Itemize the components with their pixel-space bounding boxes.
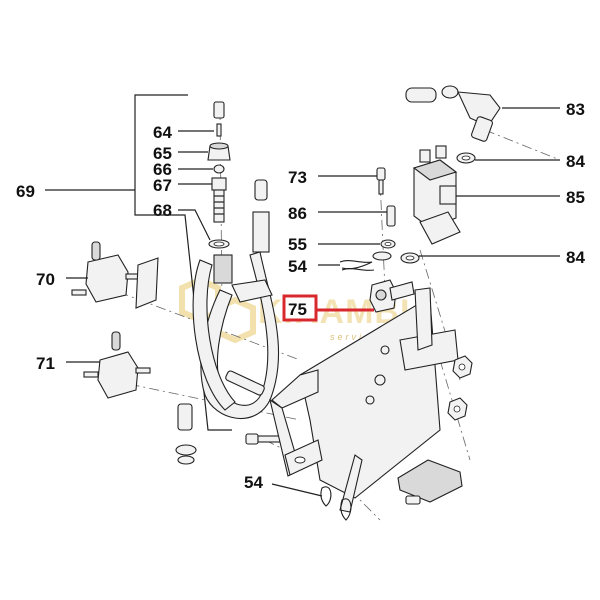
- callout-64: 64: [153, 123, 172, 142]
- construction-line: [484, 129, 561, 161]
- part-67-fitting: [211, 177, 227, 223]
- callout-68: 68: [153, 201, 172, 220]
- callout-54-lower: 54: [244, 473, 263, 492]
- callout-86: 86: [288, 204, 307, 223]
- part-75-valve-fitting: [369, 279, 415, 313]
- part-84-oring-lower: [400, 252, 420, 264]
- callout-83: 83: [566, 100, 585, 119]
- callout-67: 67: [153, 176, 172, 195]
- part-66-ferrule: [213, 164, 225, 174]
- mounting-bracket: [269, 287, 459, 513]
- part-64-pin: [213, 101, 225, 137]
- callout-65: 65: [153, 144, 172, 163]
- leader-68: [178, 209, 211, 241]
- hose-clamp: [175, 403, 197, 465]
- callout-84-lower: 84: [566, 248, 585, 267]
- leader-54-lower: [271, 483, 323, 497]
- part-55-washer: [372, 239, 396, 261]
- part-71-switch: [83, 331, 151, 399]
- construction-line: [439, 359, 471, 461]
- part-65-nut: [207, 142, 231, 161]
- nut-lower: [447, 397, 468, 421]
- part-54-clip-upper: [339, 260, 375, 271]
- callout-73: 73: [288, 168, 307, 187]
- part-70-switch: [71, 241, 159, 309]
- watermark-sub: service: [330, 332, 380, 342]
- callout-70: 70: [36, 270, 55, 289]
- callout-71: 71: [36, 354, 55, 373]
- nut-upper: [452, 355, 473, 379]
- screw: [245, 433, 281, 445]
- part-86-probe: [386, 205, 396, 227]
- callout-85: 85: [566, 188, 585, 207]
- callout-54-upper: 54: [288, 257, 307, 276]
- part-68-oring: [208, 239, 230, 249]
- construction-line: [379, 179, 386, 291]
- hose-assembly: [192, 179, 280, 420]
- part-54-clip-lower: [320, 486, 352, 521]
- foot-pad: [397, 459, 463, 505]
- construction-line: [109, 379, 301, 421]
- group-bracket-69: [134, 94, 232, 431]
- construction-line: [419, 249, 461, 381]
- part-85-solenoid-valve: [412, 145, 461, 245]
- part-73-probe: [376, 167, 386, 195]
- callout-55: 55: [288, 235, 307, 254]
- callout-69: 69: [16, 182, 35, 201]
- callout-66: 66: [153, 160, 172, 179]
- part-83-elbow: [405, 85, 501, 142]
- callout-75-highlight-box: [282, 294, 318, 322]
- part-84-oring-upper: [456, 152, 476, 164]
- callout-75: 75: [288, 300, 307, 319]
- callout-84-upper: 84: [566, 152, 585, 171]
